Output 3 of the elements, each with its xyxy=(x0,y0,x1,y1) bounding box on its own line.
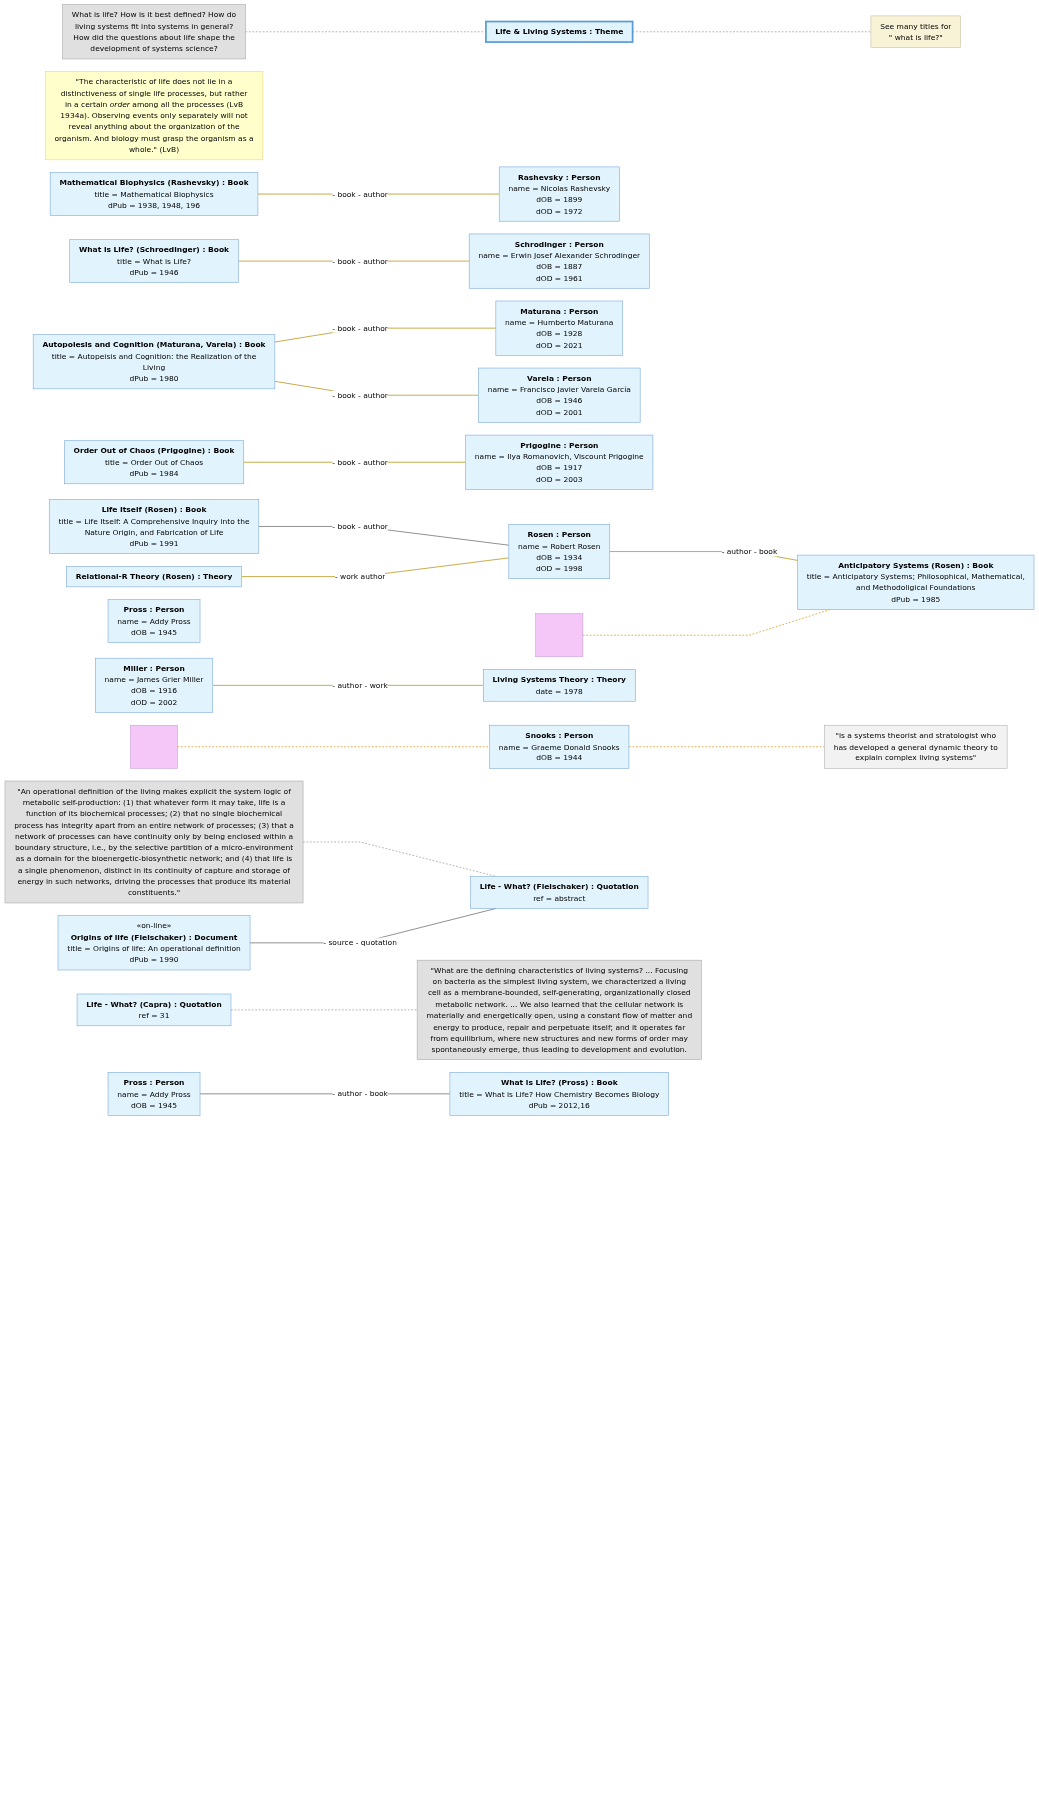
node-box xyxy=(130,724,178,769)
connector xyxy=(628,746,825,748)
node-box xyxy=(535,613,584,658)
